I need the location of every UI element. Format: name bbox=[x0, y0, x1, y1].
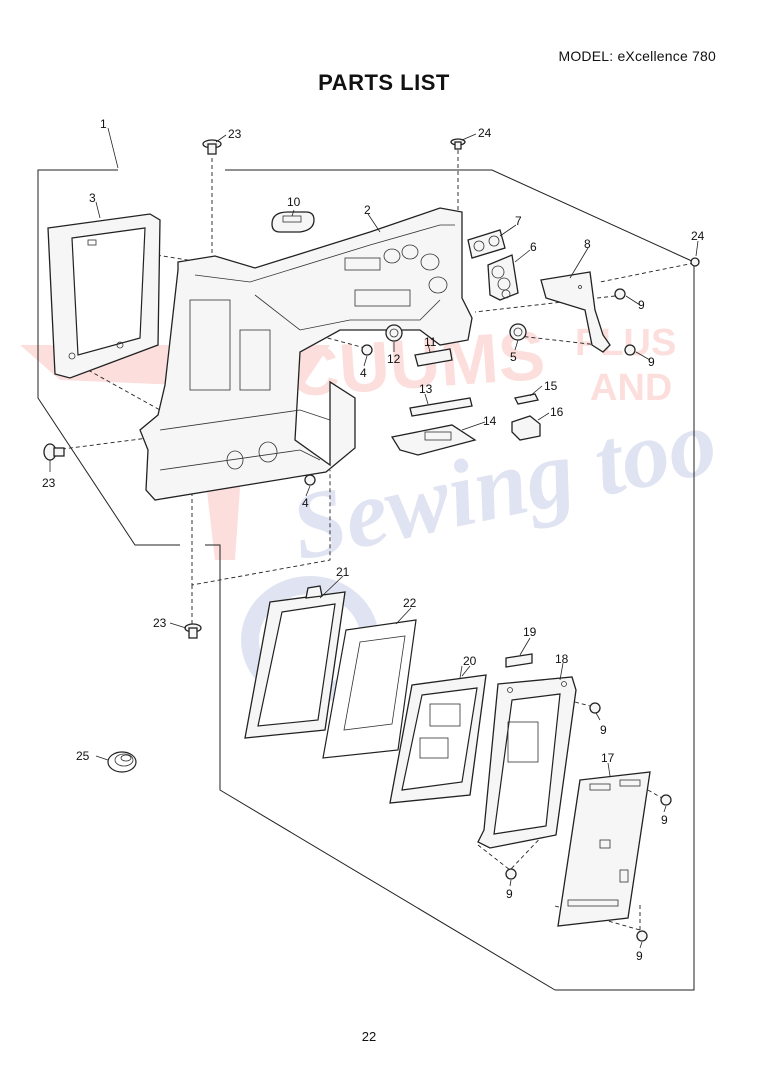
callout-24-top: 24 bbox=[478, 126, 492, 140]
callout-9e: 9 bbox=[506, 887, 513, 901]
part-21-bezel bbox=[244, 585, 346, 739]
page-title: PARTS LIST bbox=[318, 70, 450, 95]
callout-21: 21 bbox=[336, 565, 350, 579]
screw-4-b bbox=[304, 474, 316, 486]
svg-text:AND: AND bbox=[590, 367, 672, 409]
screw-23-left bbox=[43, 443, 65, 461]
part-13-bar bbox=[409, 397, 473, 417]
callout-9a: 9 bbox=[638, 298, 645, 312]
callout-8: 8 bbox=[584, 237, 591, 251]
callout-16: 16 bbox=[550, 405, 564, 419]
callout-9c: 9 bbox=[600, 723, 607, 737]
callout-23-top: 23 bbox=[228, 127, 242, 141]
callout-24-right: 24 bbox=[691, 229, 705, 243]
callout-14: 14 bbox=[483, 414, 497, 428]
callout-1: 1 bbox=[100, 117, 107, 131]
callout-23-left: 23 bbox=[42, 476, 56, 490]
part-10-lever-cap bbox=[271, 211, 315, 233]
part-18-lcd-housing bbox=[477, 676, 577, 849]
screw-23-top bbox=[202, 139, 222, 155]
callout-3: 3 bbox=[89, 191, 96, 205]
screw-23-bottom bbox=[184, 623, 202, 639]
part-8-flex-cable bbox=[540, 271, 611, 353]
callout-20: 20 bbox=[463, 654, 477, 668]
screw-9-c bbox=[589, 702, 601, 714]
assembly-frame-upper bbox=[37, 169, 695, 991]
callout-5: 5 bbox=[510, 350, 517, 364]
screws bbox=[43, 138, 700, 942]
page-number: 22 bbox=[361, 1029, 377, 1044]
callout-25: 25 bbox=[76, 749, 90, 763]
callout-18: 18 bbox=[555, 652, 569, 666]
dashed-guide-lines bbox=[54, 150, 695, 931]
screw-4-a bbox=[361, 344, 373, 356]
part-19-cap bbox=[505, 653, 533, 668]
model-label: MODEL: eXcellence 780 bbox=[558, 48, 716, 64]
screw-24-top bbox=[450, 138, 466, 150]
part-22-sheet bbox=[322, 619, 417, 759]
assembly-frame-lower bbox=[205, 544, 556, 991]
part-11-clip bbox=[414, 348, 453, 367]
callout-13: 13 bbox=[419, 382, 433, 396]
part-15-plate bbox=[514, 393, 539, 405]
callout-labels: 1 2 3 4 4 5 6 7 8 9 9 9 9 9 9 10 11 12 1… bbox=[42, 117, 705, 963]
callout-10: 10 bbox=[287, 195, 301, 209]
part-2-front-frame bbox=[139, 207, 473, 501]
callout-11: 11 bbox=[424, 335, 437, 349]
part-7-button-set bbox=[467, 229, 506, 259]
callout-17: 17 bbox=[601, 751, 615, 765]
callout-6: 6 bbox=[530, 240, 537, 254]
part-6-button-set bbox=[487, 254, 519, 301]
callout-22: 22 bbox=[403, 596, 417, 610]
part-25-spring bbox=[107, 751, 137, 773]
callout-19: 19 bbox=[523, 625, 537, 639]
callout-9b: 9 bbox=[648, 355, 655, 369]
callout-4b: 4 bbox=[302, 496, 309, 510]
callout-9d: 9 bbox=[661, 813, 668, 827]
part-14-holder bbox=[390, 424, 477, 456]
screw-9-e bbox=[505, 868, 517, 880]
part-16-cover bbox=[511, 415, 541, 441]
part-12-ring bbox=[385, 324, 403, 342]
callout-23-bottom: 23 bbox=[153, 616, 167, 630]
screw-9-f bbox=[636, 930, 648, 942]
part-5-knob bbox=[509, 323, 527, 341]
screw-9-b bbox=[624, 344, 636, 356]
part-3-display-window bbox=[47, 213, 161, 379]
screw-9-a bbox=[614, 288, 626, 300]
part-20-lcd bbox=[389, 665, 487, 804]
part-17-circuit-board bbox=[557, 771, 651, 927]
callout-2: 2 bbox=[364, 203, 371, 217]
callout-12: 12 bbox=[387, 352, 401, 366]
screw-24-right bbox=[690, 257, 700, 267]
callout-15: 15 bbox=[544, 379, 558, 393]
callout-7: 7 bbox=[515, 214, 522, 228]
callout-9f: 9 bbox=[636, 949, 643, 963]
callout-4a: 4 bbox=[360, 366, 367, 380]
screw-9-d bbox=[660, 794, 672, 806]
leader-lines bbox=[49, 127, 699, 949]
